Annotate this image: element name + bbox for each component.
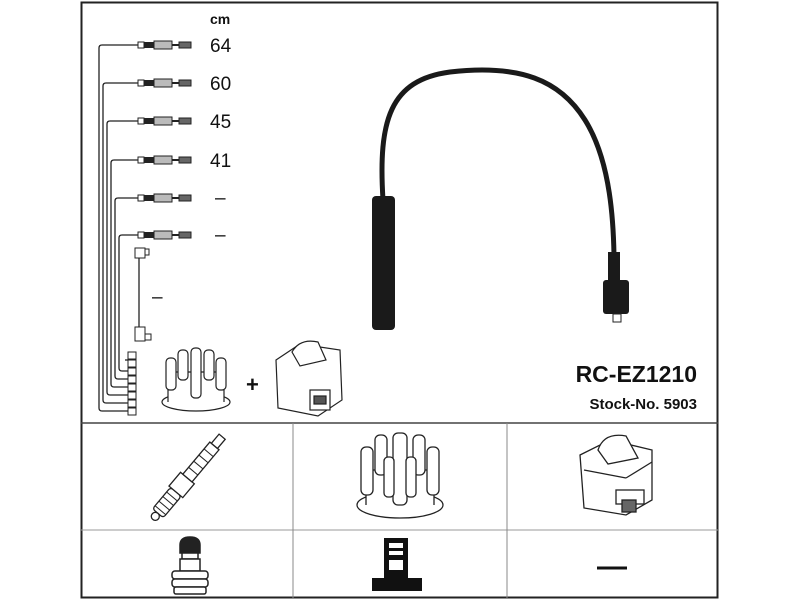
- lead-length: 45: [210, 112, 231, 133]
- lead-length: –: [215, 188, 226, 209]
- lead-length: 41: [210, 151, 231, 172]
- spark-plug-icon: [150, 433, 227, 522]
- unit-label: cm: [210, 11, 230, 27]
- coil-lead-length: –: [152, 287, 163, 308]
- straight-boot: [372, 196, 395, 330]
- plus-sign: +: [246, 372, 259, 397]
- angled-boot: [603, 280, 629, 314]
- distributor-terminal-icon: [372, 538, 422, 591]
- not-applicable-mark: —: [597, 550, 627, 583]
- lead-set-schematic: [98, 44, 140, 412]
- part-number: RC-EZ1210: [576, 361, 697, 387]
- lead-length: 60: [210, 74, 231, 95]
- ignition-coil-icon: [579, 434, 653, 516]
- ignition-coil-icon: [275, 340, 343, 417]
- stock-number: Stock-No. 5903: [589, 396, 697, 413]
- lead-length: 64: [210, 36, 232, 57]
- plug-terminal-icon: [171, 536, 209, 595]
- ignition-cable: [372, 67, 629, 330]
- distributor-cap-icon: [356, 432, 444, 519]
- lead-connectors: [127, 40, 192, 416]
- lead-length: –: [215, 225, 226, 246]
- distributor-cap-icon: [161, 347, 231, 412]
- outer-frame: [80, 1, 719, 599]
